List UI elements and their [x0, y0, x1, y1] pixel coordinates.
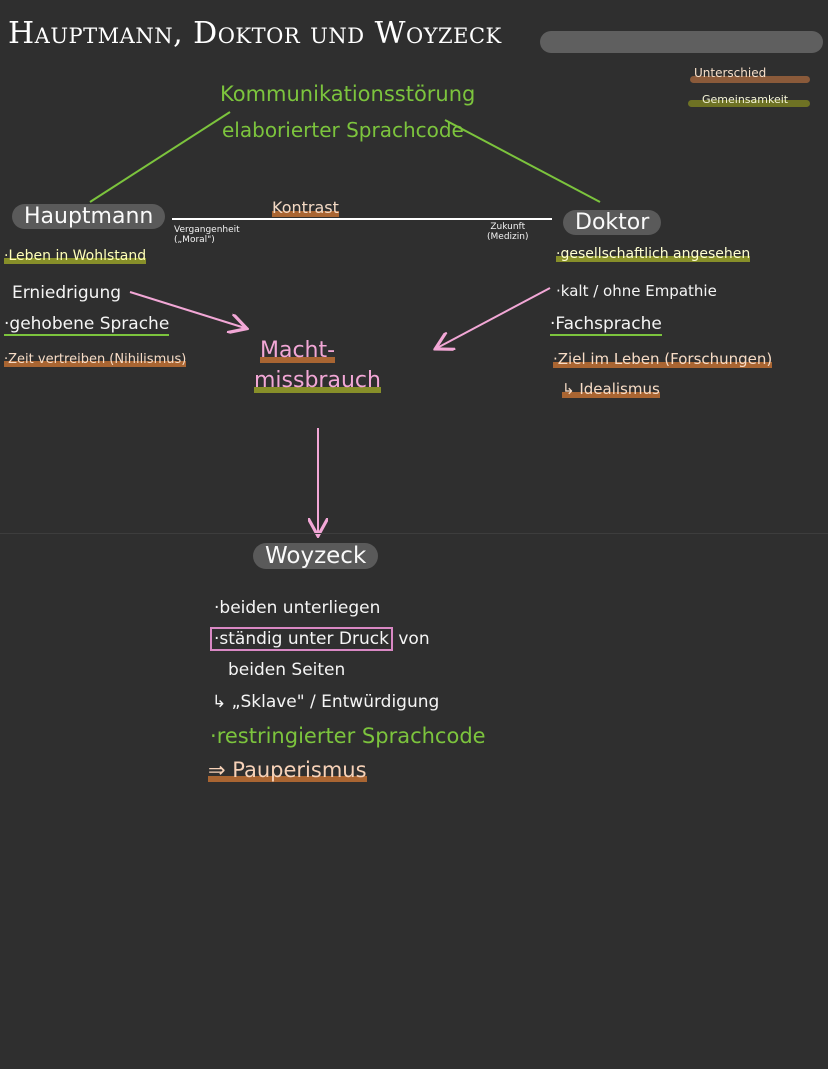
hauptmann-item-language: ·gehobene Sprache [4, 314, 170, 336]
woyzeck-item-subjugated: ·beiden unterliegen [214, 598, 381, 618]
hauptmann-item-nihilism-text: Zeit vertreiben (Nihilismus) [8, 352, 187, 367]
title-decoration-bar [540, 31, 823, 53]
legend-commonality-swatch [688, 100, 810, 107]
doktor-heading: Doktor [563, 210, 662, 235]
hauptmann-item-wealth: ·Leben in Wohlstand [4, 248, 147, 264]
green-line-left [89, 111, 231, 203]
woyzeck-item-pressure-line2: beiden Seiten [228, 660, 346, 680]
green-line-right [444, 119, 601, 203]
woyzeck-item-pauperism: ⇒ Pauperismus [208, 758, 367, 782]
legend-difference-swatch [690, 76, 810, 83]
hauptmann-heading: Hauptmann [12, 204, 166, 229]
legend-difference-label: Unterschied [694, 66, 767, 80]
communication-disorder-label: Kommunikationsstörung [220, 82, 476, 106]
contrast-past-label: Vergangenheit („Moral") [174, 225, 240, 245]
doktor-item-respected-text: gesellschaftlich angesehen [560, 246, 751, 262]
section-divider [0, 533, 828, 534]
legend-commonality-label: Gemeinsamkeit [702, 93, 789, 106]
contrast-future-label: Zukunft (Medizin) [487, 222, 528, 242]
woyzeck-item-slave: ↳ „Sklave" / Entwürdigung [212, 692, 440, 712]
pink-arrow-right [437, 287, 551, 348]
woyzeck-item-subjugated-text: beiden unterliegen [219, 598, 381, 618]
pink-arrow-left [129, 291, 245, 328]
woyzeck-item-restricted-code: ·restringierter Sprachcode [210, 724, 486, 748]
woyzeck-item-pressure-rest: von [398, 629, 430, 649]
contrast-past-text: Vergangenheit („Moral") [174, 225, 240, 245]
doktor-item-respected: ·gesellschaftlich angesehen [556, 246, 751, 262]
doktor-item-cold-text: kalt / ohne Empathie [560, 282, 717, 300]
woyzeck-item-pressure-boxed-text: ständig unter Druck [219, 629, 389, 649]
abuse-of-power-line1: Macht- [260, 338, 336, 363]
contrast-label: Kontrast [272, 198, 339, 217]
doktor-item-goal: ·Ziel im Leben (Forschungen) [553, 350, 773, 368]
contrast-future-text: Zukunft (Medizin) [487, 222, 529, 242]
woyzeck-heading: Woyzeck [253, 543, 379, 569]
woyzeck-item-pressure: ·ständig unter Druck von [210, 627, 430, 651]
doktor-item-idealism: ↳ Idealismus [562, 380, 660, 398]
hauptmann-item-nihilism: ·Zeit vertreiben (Nihilismus) [4, 352, 187, 367]
doktor-item-jargon-text: Fachsprache [555, 314, 662, 334]
hauptmann-item-wealth-text: Leben in Wohlstand [8, 248, 147, 264]
doktor-item-goal-text: Ziel im Leben (Forschungen) [557, 350, 773, 368]
woyzeck-item-pressure-boxed: ·ständig unter Druck [210, 627, 393, 651]
abuse-of-power-line2: missbrauch [254, 368, 381, 393]
woyzeck-item-restricted-code-text: restringierter Sprachcode [216, 724, 486, 748]
doktor-item-jargon: ·Fachsprache [550, 314, 662, 336]
hauptmann-item-humiliation: Erniedrigung [12, 283, 122, 303]
hauptmann-item-language-text: gehobene Sprache [9, 314, 170, 334]
page-title: Hauptmann, Doktor und Woyzeck [8, 16, 502, 51]
elaborated-code-label: elaborierter Sprachcode [222, 118, 464, 142]
doktor-item-cold: ·kalt / ohne Empathie [556, 282, 717, 300]
